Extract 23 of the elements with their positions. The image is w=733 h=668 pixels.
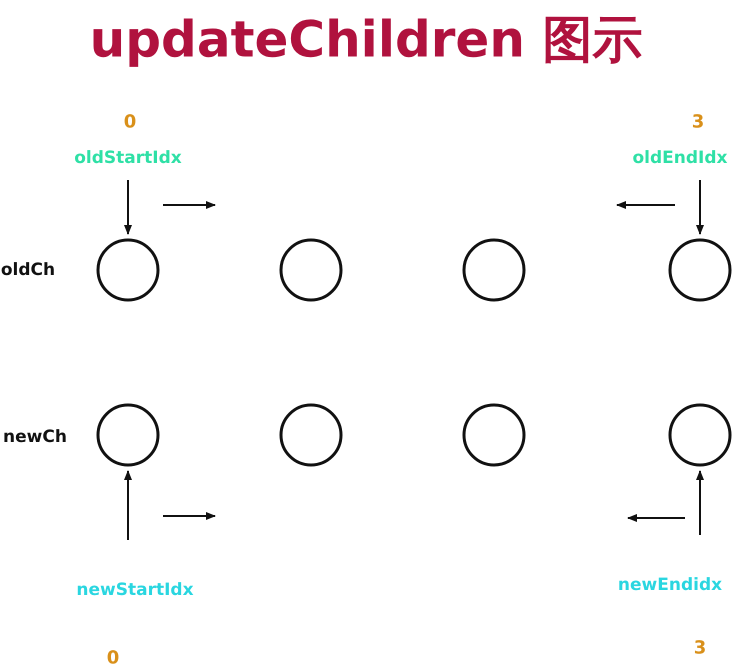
index-number: 0 <box>106 648 120 668</box>
index-pointer-label: oldEndIdx <box>632 148 728 168</box>
index-number: 3 <box>694 638 706 658</box>
node-circle <box>279 238 343 302</box>
diagram-title: updateChildren 图示 <box>90 10 642 70</box>
node-circle <box>668 238 732 302</box>
node-circle <box>668 403 732 467</box>
arrow <box>696 470 704 535</box>
index-number: 0 <box>124 112 136 132</box>
index-pointer-label: newEndidx <box>618 575 722 595</box>
node-circle <box>462 238 526 302</box>
node-circle <box>96 238 160 302</box>
node-circle <box>279 403 343 467</box>
index-pointer-label: oldStartIdx <box>74 148 182 168</box>
arrow <box>124 180 132 235</box>
index-number: 3 <box>692 112 704 132</box>
index-pointer-label: newStartIdx <box>76 580 194 600</box>
row-label: newCh <box>3 427 67 447</box>
node-circle <box>96 403 160 467</box>
node-circle <box>462 403 526 467</box>
row-label: oldCh <box>0 260 56 280</box>
arrow <box>124 470 132 540</box>
arrow <box>696 180 704 235</box>
